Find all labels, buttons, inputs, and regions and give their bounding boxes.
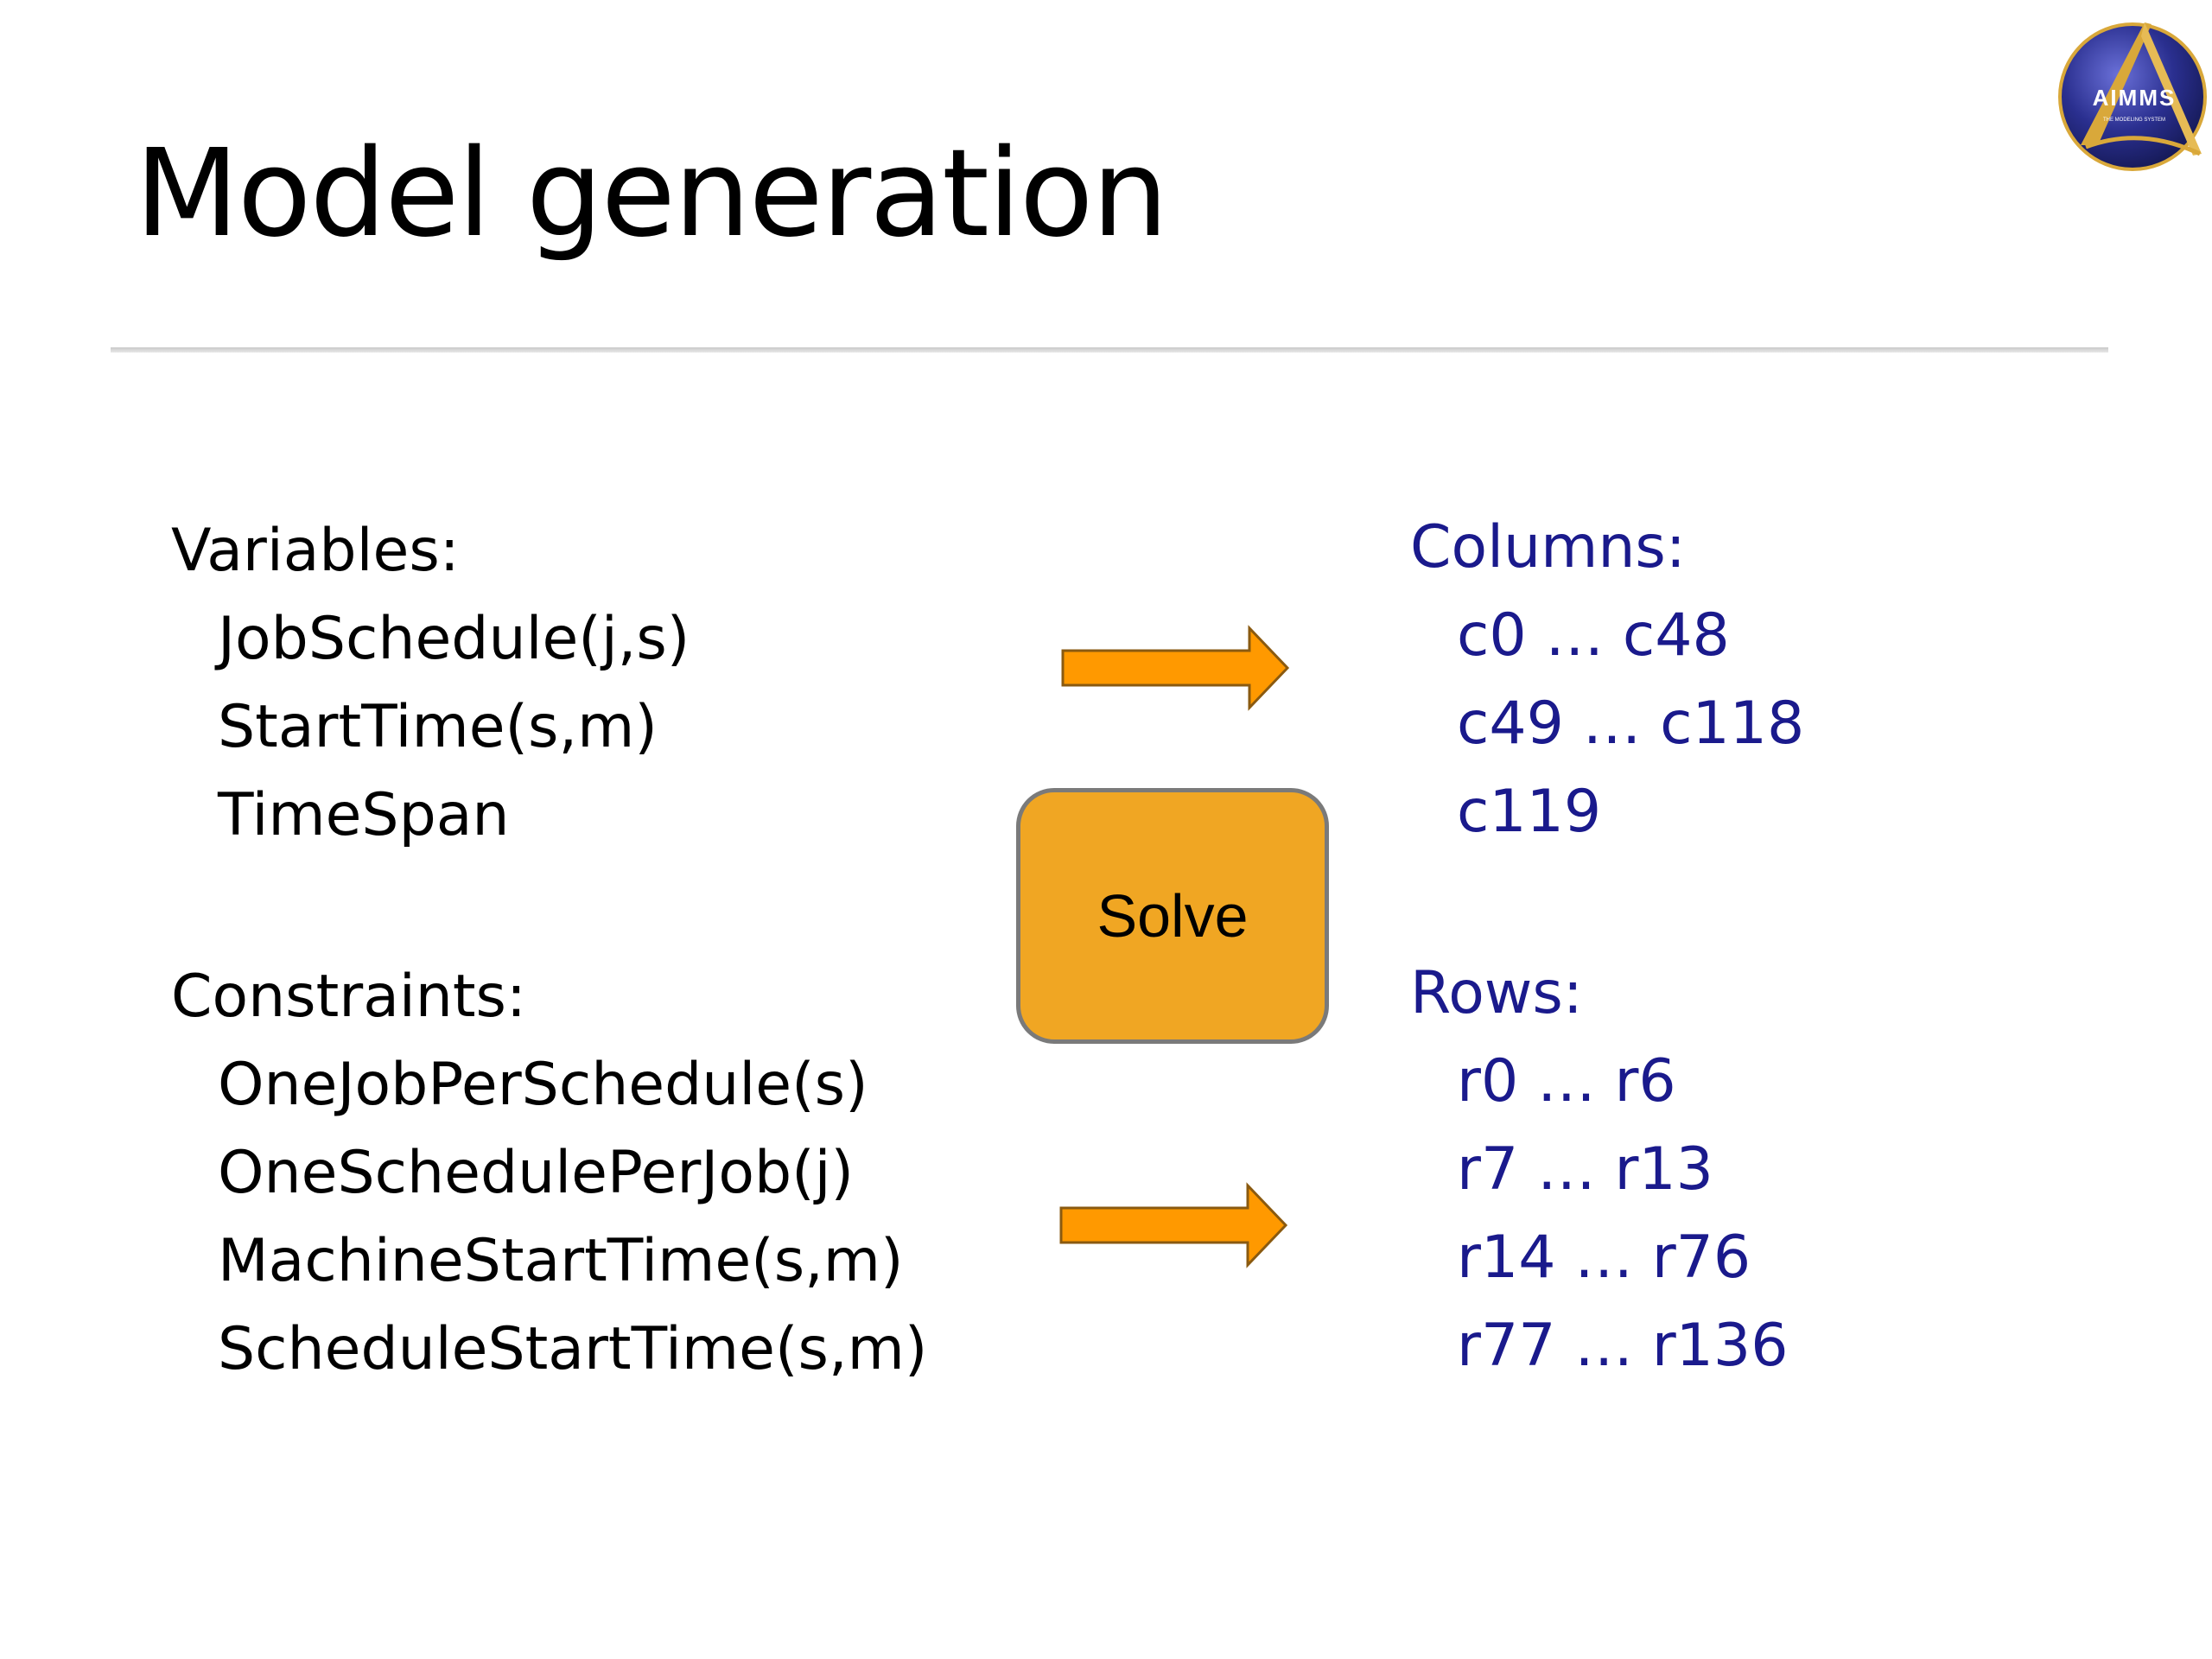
logo-text: AIMMS <box>2093 85 2177 111</box>
model-identifiers: Variables: JobSchedule(j,s) StartTime(s,… <box>171 507 927 1394</box>
column-item: c0 … c48 <box>1457 601 1730 670</box>
column-item: c119 <box>1457 778 1602 846</box>
constraints-heading: Constraints: <box>171 963 526 1031</box>
aimms-logo-icon: AIMMS THE MODELING SYSTEM <box>2058 22 2207 171</box>
arrow-right-icon <box>1059 1182 1288 1268</box>
constraint-item: ScheduleStartTime(s,m) <box>218 1315 928 1383</box>
row-item: r0 … r6 <box>1457 1047 1676 1116</box>
constraint-item: OneSchedulePerJob(j) <box>218 1139 855 1207</box>
variable-item: StartTime(s,m) <box>218 693 658 761</box>
row-item: r14 … r76 <box>1457 1224 1751 1292</box>
title-divider <box>111 347 2108 353</box>
variable-item: TimeSpan <box>218 781 510 849</box>
variable-item: JobSchedule(j,s) <box>218 605 690 673</box>
rows-heading: Rows: <box>1410 959 1583 1027</box>
logo-tagline: THE MODELING SYSTEM <box>2103 118 2165 123</box>
arrow-right-icon <box>1061 625 1290 711</box>
column-item: c49 … c118 <box>1457 690 1805 758</box>
solve-box: Solve <box>1016 788 1329 1044</box>
section-gap <box>171 860 927 953</box>
constraint-item: MachineStartTime(s,m) <box>218 1227 904 1295</box>
columns-heading: Columns: <box>1410 513 1686 582</box>
row-item: r77 … r136 <box>1457 1312 1789 1380</box>
slide-title: Model generation <box>135 124 1168 264</box>
row-item: r7 … r13 <box>1457 1135 1713 1204</box>
solver-identifiers: Columns: c0 … c48 c49 … c118 c119 Rows: … <box>1410 504 1804 1390</box>
section-gap <box>1410 856 1804 950</box>
constraint-item: OneJobPerSchedule(s) <box>218 1051 868 1119</box>
variables-heading: Variables: <box>171 517 460 585</box>
